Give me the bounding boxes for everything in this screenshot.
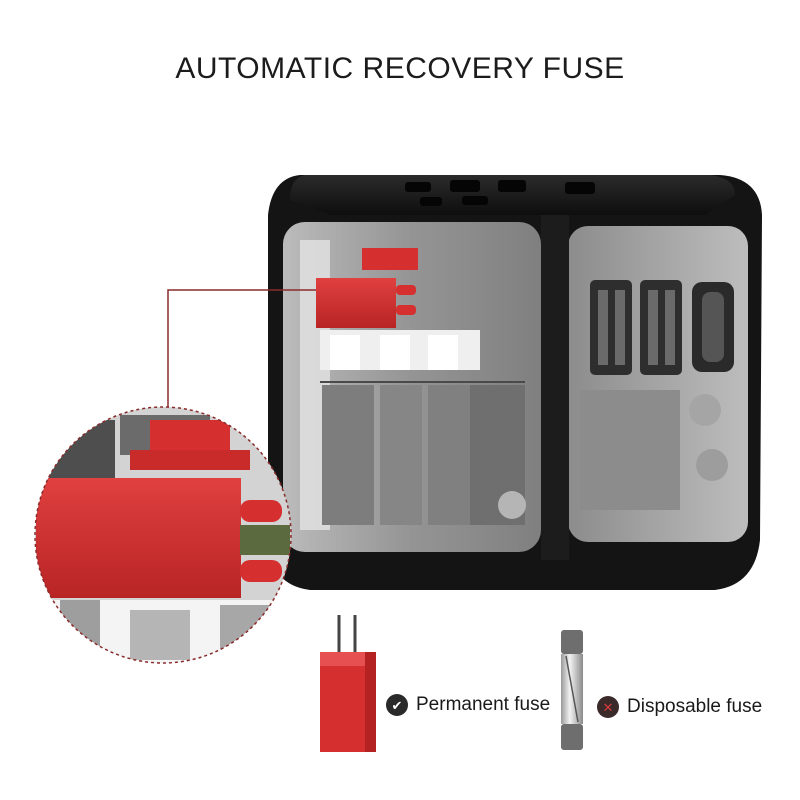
zoom-magnifier: [34, 406, 292, 664]
legend-disposable-fuse: Disposable fuse: [597, 696, 762, 718]
callout-line: [167, 289, 316, 408]
check-circle-icon: [386, 694, 408, 716]
socket-holes-icon: [405, 180, 595, 206]
internal-components: [300, 240, 526, 530]
permanent-fuse-icon: [320, 615, 376, 752]
cross-circle-icon: [597, 696, 619, 718]
legend-disposable-label: Disposable fuse: [627, 696, 763, 717]
page-title: AUTOMATIC RECOVERY FUSE: [175, 52, 625, 85]
legend-permanent-label: Permanent fuse: [416, 694, 551, 715]
recovery-fuse: [316, 248, 418, 328]
usb-ports: [580, 280, 734, 510]
legend-permanent-fuse: Permanent fuse: [386, 694, 550, 716]
disposable-fuse-icon: [561, 630, 583, 750]
